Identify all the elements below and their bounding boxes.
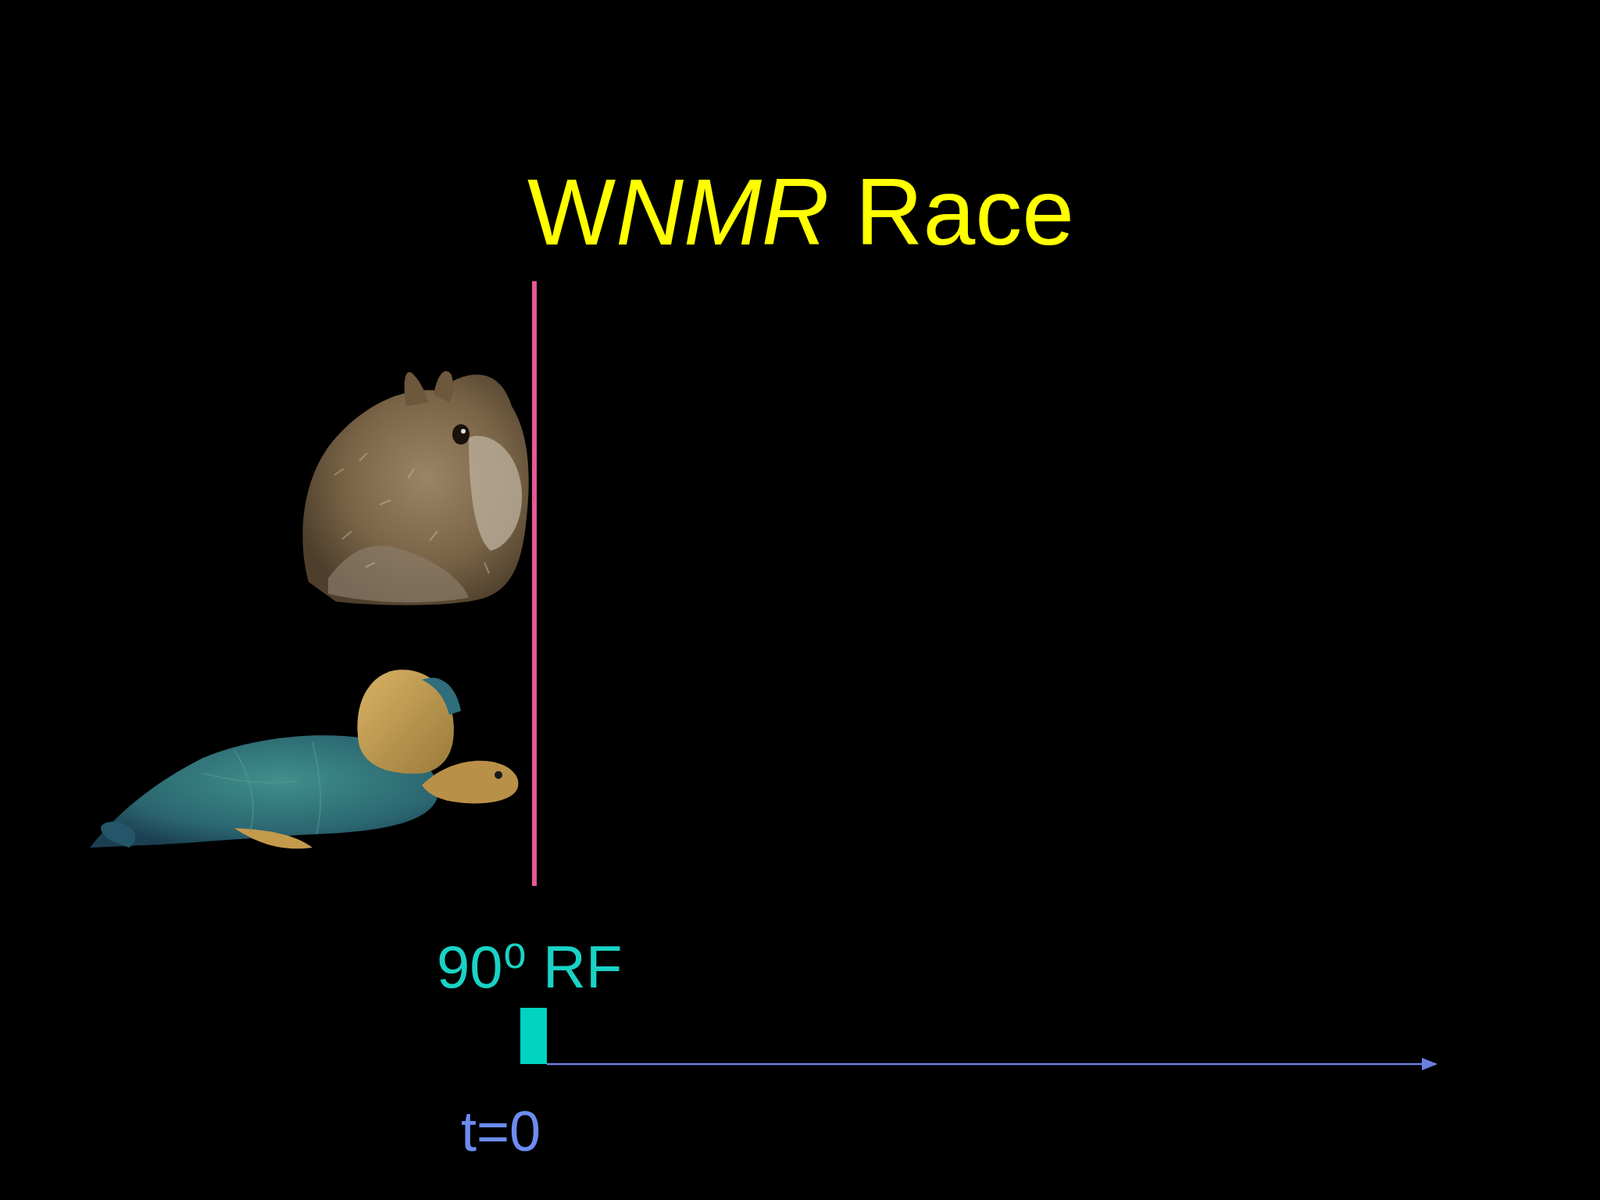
pulse-label: 90⁰ RF bbox=[436, 937, 622, 997]
slide-title: WNMR Race bbox=[527, 164, 1075, 259]
start-line bbox=[532, 281, 537, 886]
time-axis bbox=[546, 1063, 1436, 1066]
time-label: t=0 bbox=[460, 1103, 541, 1160]
turtle-picture bbox=[89, 669, 518, 849]
rf-pulse bbox=[520, 1007, 547, 1065]
hare-picture bbox=[302, 371, 529, 606]
